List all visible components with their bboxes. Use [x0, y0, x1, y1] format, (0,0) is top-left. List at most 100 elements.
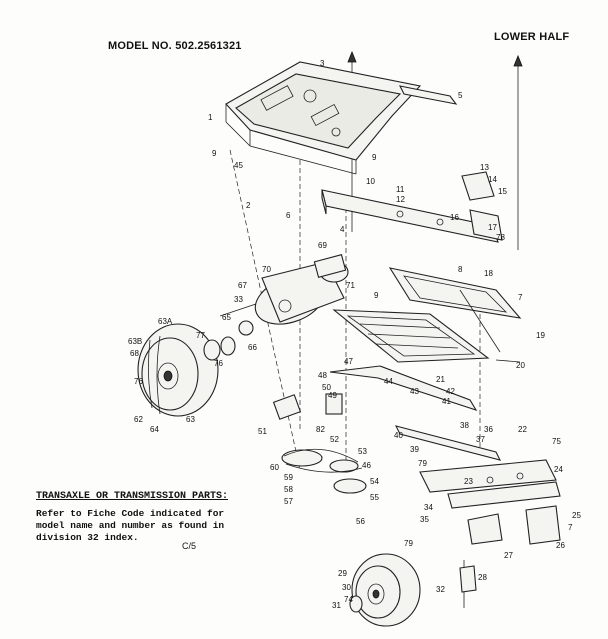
svg-text:18: 18 — [484, 269, 493, 278]
svg-text:38: 38 — [460, 421, 469, 430]
callout-labels: 1 2 3 4 5 6 7 7 8 9 9 9 10 11 12 13 14 1… — [128, 59, 581, 610]
svg-text:40: 40 — [394, 431, 403, 440]
svg-text:69: 69 — [318, 241, 327, 250]
svg-text:54: 54 — [370, 477, 379, 486]
svg-text:34: 34 — [424, 503, 433, 512]
svg-text:79: 79 — [404, 539, 413, 548]
svg-text:60: 60 — [270, 463, 279, 472]
svg-text:29: 29 — [338, 569, 347, 578]
svg-text:43: 43 — [410, 387, 419, 396]
svg-text:39: 39 — [410, 445, 419, 454]
svg-text:28: 28 — [478, 573, 487, 582]
rear-wheel — [137, 323, 236, 417]
svg-text:25: 25 — [572, 511, 581, 520]
svg-text:16: 16 — [450, 213, 459, 222]
svg-text:50: 50 — [322, 383, 331, 392]
svg-text:15: 15 — [498, 187, 507, 196]
svg-text:7: 7 — [568, 523, 573, 532]
svg-text:76: 76 — [134, 377, 143, 386]
svg-text:9: 9 — [212, 149, 217, 158]
svg-text:55: 55 — [370, 493, 379, 502]
svg-text:56: 56 — [356, 517, 365, 526]
note-title: TRANSAXLE OR TRANSMISSION PARTS: — [36, 491, 229, 502]
footrest — [332, 267, 522, 363]
svg-text:59: 59 — [284, 473, 293, 482]
svg-text:66: 66 — [248, 343, 257, 352]
svg-text:9: 9 — [372, 153, 377, 162]
note-line-1: Refer to Fiche Code indicated for — [36, 508, 225, 519]
svg-text:30: 30 — [342, 583, 351, 592]
svg-text:47: 47 — [344, 357, 353, 366]
note-line-2: model name and number as found in — [36, 520, 225, 531]
svg-text:35: 35 — [420, 515, 429, 524]
svg-text:76: 76 — [214, 359, 223, 368]
svg-text:14: 14 — [488, 175, 497, 184]
svg-text:58: 58 — [284, 485, 293, 494]
svg-text:82: 82 — [316, 425, 325, 434]
svg-text:70: 70 — [262, 265, 271, 274]
svg-text:64: 64 — [150, 425, 159, 434]
svg-text:75: 75 — [552, 437, 561, 446]
svg-text:53: 53 — [358, 447, 367, 456]
svg-text:74: 74 — [344, 595, 353, 604]
svg-text:71: 71 — [346, 281, 355, 290]
note-line-3: division 32 index. — [36, 532, 139, 543]
svg-text:77: 77 — [196, 331, 205, 340]
svg-text:12: 12 — [396, 195, 405, 204]
svg-text:21: 21 — [436, 375, 445, 384]
svg-text:2: 2 — [246, 201, 251, 210]
svg-text:42: 42 — [446, 387, 455, 396]
svg-text:11: 11 — [396, 185, 405, 194]
shift-linkage — [329, 289, 521, 461]
model-number: MODEL NO. 502.2561321 — [108, 40, 242, 52]
front-wheel — [349, 553, 477, 627]
svg-text:22: 22 — [518, 425, 527, 434]
svg-text:44: 44 — [384, 377, 393, 386]
svg-text:32: 32 — [436, 585, 445, 594]
chassis-frame — [225, 61, 422, 175]
svg-text:37: 37 — [476, 435, 485, 444]
svg-text:19: 19 — [536, 331, 545, 340]
svg-text:52: 52 — [330, 435, 339, 444]
svg-text:63B: 63B — [128, 337, 142, 346]
transaxle-housing — [219, 253, 349, 336]
svg-text:6: 6 — [286, 211, 291, 220]
svg-text:79: 79 — [418, 459, 427, 468]
svg-text:78: 78 — [496, 233, 505, 242]
svg-text:49: 49 — [328, 391, 337, 400]
svg-text:17: 17 — [488, 223, 497, 232]
svg-text:57: 57 — [284, 497, 293, 506]
svg-text:7: 7 — [518, 293, 523, 302]
svg-text:3: 3 — [320, 59, 325, 68]
svg-text:41: 41 — [442, 397, 451, 406]
svg-text:36: 36 — [484, 425, 493, 434]
svg-text:68: 68 — [130, 349, 139, 358]
svg-text:8: 8 — [458, 265, 463, 274]
pulley-set — [272, 393, 367, 494]
lower-frame — [419, 459, 561, 545]
svg-text:65: 65 — [222, 313, 231, 322]
svg-text:63A: 63A — [158, 317, 173, 326]
svg-text:24: 24 — [554, 465, 563, 474]
svg-text:4: 4 — [340, 225, 345, 234]
svg-text:9: 9 — [374, 291, 379, 300]
section-label: LOWER HALF — [494, 31, 570, 43]
svg-text:48: 48 — [318, 371, 327, 380]
svg-text:33: 33 — [234, 295, 243, 304]
svg-text:5: 5 — [458, 91, 463, 100]
svg-text:67: 67 — [238, 281, 247, 290]
svg-text:10: 10 — [366, 177, 375, 186]
fiche-code: C/5 — [182, 541, 197, 551]
svg-text:27: 27 — [504, 551, 513, 560]
svg-text:62: 62 — [134, 415, 143, 424]
svg-text:20: 20 — [516, 361, 525, 370]
svg-text:46: 46 — [362, 461, 371, 470]
svg-text:13: 13 — [480, 163, 489, 172]
svg-text:23: 23 — [464, 477, 473, 486]
cross-member — [321, 189, 499, 243]
svg-text:63: 63 — [186, 415, 195, 424]
shift-lever — [399, 85, 458, 105]
svg-text:51: 51 — [258, 427, 267, 436]
